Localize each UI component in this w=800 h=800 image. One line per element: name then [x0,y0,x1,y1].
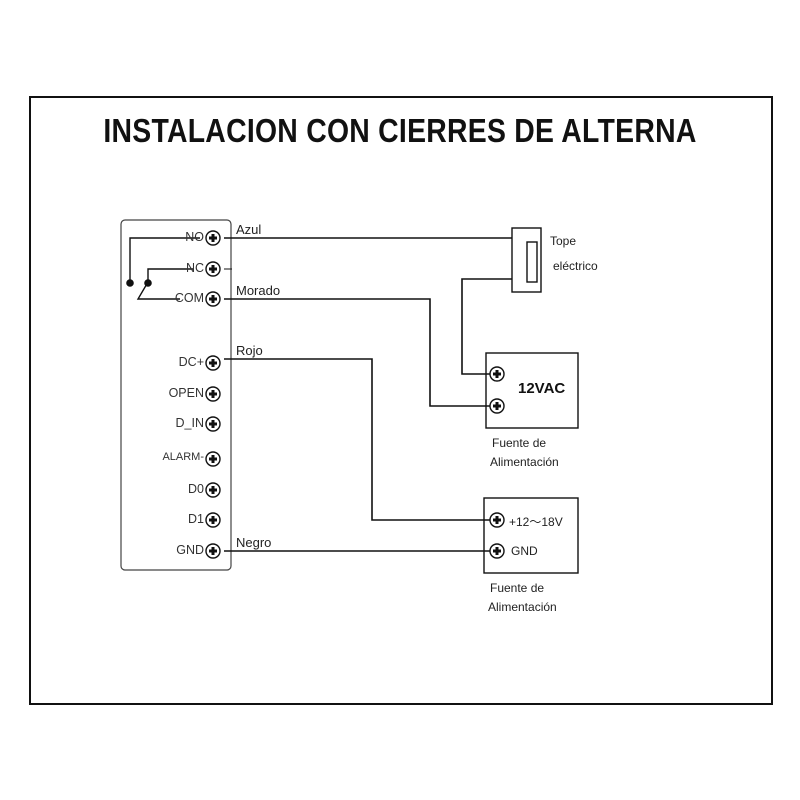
lock-label-2: eléctrico [553,259,598,273]
diagram-frame [29,96,773,705]
terminal-label: GND [176,543,204,557]
wire-label-morado: Morado [236,283,281,298]
plus-icon [493,547,501,555]
psu-dc-gnd-label: GND [511,544,538,558]
plus-icon [209,547,217,555]
terminal-label: COM [174,291,204,305]
diagram-title: INSTALACION CON CIERRES DE ALTERNA [103,112,697,149]
psu-ac-label: 12VAC [518,380,566,397]
plus-icon [209,390,217,398]
psu-dc-box [483,497,579,574]
terminal-label: NC [185,261,204,275]
terminal-label: DC+ [178,355,204,369]
plus-icon [493,402,501,410]
terminal-label: D0 [188,482,204,496]
terminal-label: D1 [188,512,204,526]
terminal-label: NO [185,230,204,244]
terminal-label: ALARM- [162,451,204,463]
psu-dc-plus-label: +12～18V [509,515,563,529]
lock-label-1: Tope [550,234,577,248]
terminal-label: OPEN [168,386,204,400]
wire-label-negro: Negro [236,535,272,550]
relay-symbol [129,237,200,300]
plus-icon [209,359,217,367]
plus-icon [209,420,217,428]
psu-ac-caption-2: Alimentación [490,455,559,469]
electric-lock [511,227,542,293]
plus-icon [209,455,217,463]
plus-icon [209,234,217,242]
wire-lock-to-psu [461,278,512,375]
psu-dc-caption-1: Fuente de [490,581,545,595]
plus-icon [493,370,501,378]
plus-icon [209,265,217,273]
plus-icon [209,295,217,303]
psu-ac-box [485,352,579,429]
controller-box [120,219,232,571]
plus-icon [209,516,217,524]
plus-icon [209,486,217,494]
wire-morado [224,298,490,407]
wire-rojo [224,358,490,521]
wire-label-rojo: Rojo [236,343,263,358]
plus-icon [493,516,501,524]
wire-label-azul: Azul [236,222,262,237]
terminal-label: D_IN [175,416,204,430]
psu-dc-caption-2: Alimentación [488,600,557,614]
psu-ac-caption-1: Fuente de [492,436,547,450]
